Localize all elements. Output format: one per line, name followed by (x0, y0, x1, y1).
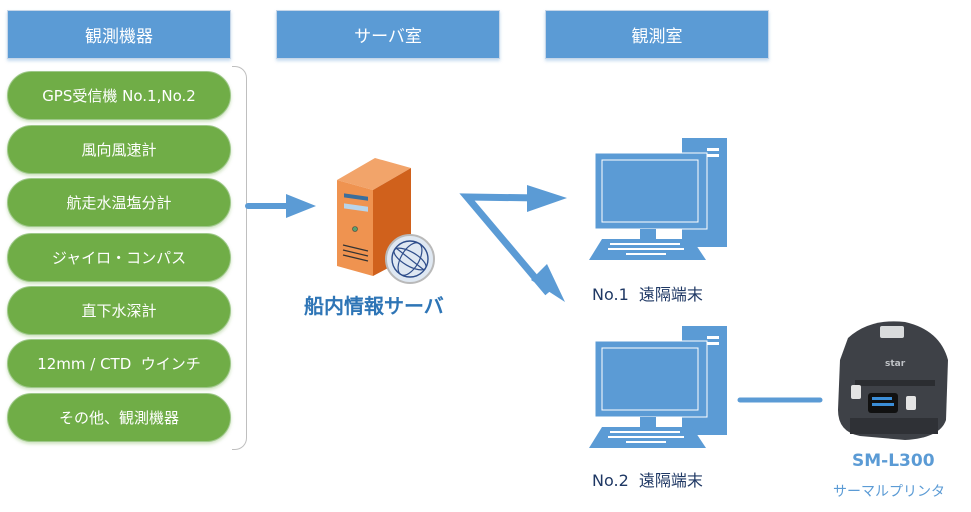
instrument-water-temp-salinity: 航走水温塩分計 (7, 178, 231, 227)
header-server-room-label: サーバ室 (354, 27, 422, 47)
instrument-other: その他、観測機器 (7, 393, 231, 442)
arrow-to-terminals (459, 185, 567, 302)
instrument-label: ジャイロ・コンパス (51, 249, 187, 267)
terminal-1-label: No.1 遠隔端末 (592, 285, 703, 304)
printer-brand-logo: star (885, 359, 906, 369)
printer-description-label: サーマルプリンタ (833, 484, 945, 500)
arrow-to-server (245, 194, 316, 218)
instrument-label: 風向風速計 (81, 141, 157, 159)
header-observation-room: 観測室 (545, 10, 769, 59)
instrument-depth-sounder: 直下水深計 (7, 286, 231, 335)
server-label: 船内情報サーバ (304, 294, 444, 318)
pc-icon-terminal-2 (589, 326, 727, 448)
server-icon (337, 158, 435, 284)
header-server-room: サーバ室 (276, 10, 500, 59)
terminal-2-label: No.2 遠隔端末 (592, 471, 703, 490)
printer-model-label: SM-L300 (852, 451, 935, 471)
header-instruments: 観測機器 (7, 10, 231, 59)
instrument-label: 直下水深計 (81, 302, 157, 320)
header-instruments-label: 観測機器 (85, 27, 153, 47)
printer-icon: star (838, 321, 948, 440)
pc-icon-terminal-1 (589, 138, 727, 260)
globe-icon (385, 234, 435, 284)
instrument-label: その他、観測機器 (58, 409, 179, 427)
header-observation-room-label: 観測室 (631, 27, 683, 47)
instrument-winch: 12mm / CTD ウインチ (7, 339, 231, 388)
instrument-label: GPS受信機 No.1,No.2 (42, 87, 196, 105)
instrument-label: 12mm / CTD ウインチ (37, 355, 201, 373)
instrument-wind: 風向風速計 (7, 125, 231, 174)
instrument-label: 航走水温塩分計 (66, 194, 172, 212)
instrument-gyro-compass: ジャイロ・コンパス (7, 233, 231, 282)
instrument-gps: GPS受信機 No.1,No.2 (7, 71, 231, 120)
